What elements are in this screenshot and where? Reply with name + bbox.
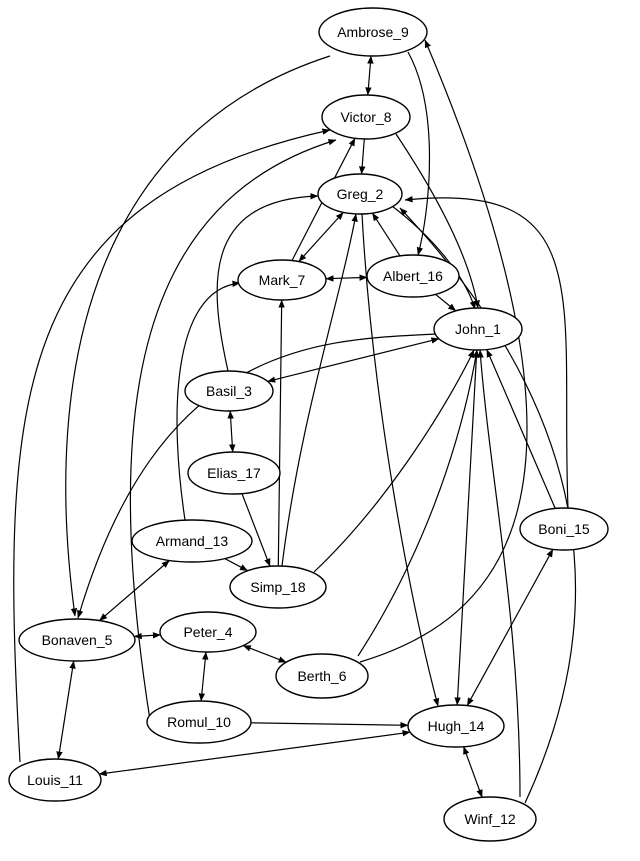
edge-albert-16-to-john-1 bbox=[435, 293, 457, 312]
node-label: John_1 bbox=[455, 321, 501, 337]
edge-peter-4-to-romul-10 bbox=[198, 651, 209, 702]
node-ellipse bbox=[366, 254, 460, 298]
node-albert-16[interactable]: Albert_16 bbox=[366, 254, 460, 298]
node-label: Basil_3 bbox=[206, 383, 252, 399]
edge-greg-2-to-hugh-14 bbox=[361, 213, 440, 707]
edge-bonaven-5-to-louis-11 bbox=[56, 660, 76, 760]
node-label: Berth_6 bbox=[297, 668, 346, 684]
node-hugh-14[interactable]: Hugh_14 bbox=[407, 704, 505, 748]
node-ellipse bbox=[159, 611, 257, 653]
edge-victor-8-to-greg-2 bbox=[358, 138, 366, 175]
node-label: Louis_11 bbox=[27, 772, 83, 788]
node-victor-8[interactable]: Victor_8 bbox=[321, 94, 411, 140]
edge-greg-2-to-mark-7 bbox=[298, 211, 344, 262]
edge-basil-3-to-greg-2 bbox=[216, 193, 319, 372]
edge-ambrose-9-to-victor-8 bbox=[365, 55, 374, 96]
node-winf-12[interactable]: Winf_12 bbox=[443, 796, 537, 842]
node-label: Elias_17 bbox=[207, 465, 261, 481]
edge-john-1-to-basil-3 bbox=[267, 337, 440, 383]
node-ellipse bbox=[146, 700, 252, 744]
edge-peter-4-to-berth-6 bbox=[242, 645, 287, 663]
edge-boni-15-to-john-1 bbox=[486, 349, 556, 509]
node-label: Armand_13 bbox=[156, 533, 229, 549]
edge-greg-2-to-john-1 bbox=[391, 205, 476, 310]
node-ambrose-9[interactable]: Ambrose_9 bbox=[318, 7, 428, 57]
edge-hugh-14-to-winf-12 bbox=[463, 746, 483, 798]
node-armand-13[interactable]: Armand_13 bbox=[131, 519, 253, 563]
node-simp-18[interactable]: Simp_18 bbox=[229, 565, 327, 609]
node-mark-7[interactable]: Mark_7 bbox=[237, 259, 327, 301]
node-label: Ambrose_9 bbox=[337, 24, 409, 40]
edge-winf-12-to-john-1 bbox=[477, 349, 521, 798]
node-label: Winf_12 bbox=[464, 811, 516, 827]
edge-basil-3-to-elias-17 bbox=[227, 410, 236, 453]
node-basil-3[interactable]: Basil_3 bbox=[184, 370, 274, 412]
node-ellipse bbox=[275, 653, 369, 699]
node-label: Albert_16 bbox=[383, 268, 443, 284]
edge-armand-13-to-simp-18 bbox=[224, 558, 248, 572]
node-ellipse bbox=[318, 7, 428, 57]
node-ellipse bbox=[229, 565, 327, 609]
edge-boni-15-to-greg-2 bbox=[404, 196, 569, 509]
node-bonaven-5[interactable]: Bonaven_5 bbox=[18, 618, 136, 662]
node-ellipse bbox=[317, 173, 403, 215]
node-label: Bonaven_5 bbox=[42, 632, 113, 648]
edge-albert-16-to-greg-2 bbox=[371, 212, 401, 257]
node-louis-11[interactable]: Louis_11 bbox=[8, 758, 102, 802]
node-label: Simp_18 bbox=[250, 579, 305, 595]
edge-berth-6-to-john-1 bbox=[357, 349, 479, 657]
node-john-1[interactable]: John_1 bbox=[433, 307, 523, 351]
node-berth-6[interactable]: Berth_6 bbox=[275, 653, 369, 699]
edge-ambrose-9-to-bonaven-5 bbox=[65, 55, 331, 617]
edge-romul-10-to-victor-8 bbox=[129, 139, 337, 721]
edge-simp-18-to-mark-7 bbox=[277, 299, 285, 567]
edge-armand-13-to-mark-7 bbox=[176, 280, 241, 521]
node-label: Boni_15 bbox=[538, 521, 590, 537]
node-elias-17[interactable]: Elias_17 bbox=[187, 451, 281, 495]
node-ellipse bbox=[18, 618, 136, 662]
node-ellipse bbox=[237, 259, 327, 301]
edge-victor-8-to-john-1 bbox=[395, 133, 480, 309]
edge-berth-6-to-ambrose-9 bbox=[359, 39, 528, 663]
node-ellipse bbox=[131, 519, 253, 563]
node-ellipse bbox=[433, 307, 523, 351]
node-ellipse bbox=[407, 704, 505, 748]
node-peter-4[interactable]: Peter_4 bbox=[159, 611, 257, 653]
edge-mark-7-to-albert-16 bbox=[325, 274, 368, 282]
node-ellipse bbox=[184, 370, 274, 412]
node-ellipse bbox=[519, 507, 609, 551]
edge-john-1-to-hugh-14 bbox=[454, 349, 480, 706]
node-greg-2[interactable]: Greg_2 bbox=[317, 173, 403, 215]
node-label: Romul_10 bbox=[167, 714, 231, 730]
edge-simp-18-to-john-1 bbox=[313, 349, 475, 573]
node-label: Hugh_14 bbox=[428, 718, 485, 734]
edge-louis-11-to-victor-8 bbox=[13, 128, 331, 763]
node-boni-15[interactable]: Boni_15 bbox=[519, 507, 609, 551]
edge-elias-17-to-simp-18 bbox=[241, 493, 271, 567]
node-ellipse bbox=[8, 758, 102, 802]
edge-romul-10-to-hugh-14 bbox=[250, 721, 409, 729]
edge-boni-15-to-hugh-14 bbox=[466, 548, 554, 706]
edge-louis-11-to-hugh-14 bbox=[98, 730, 411, 777]
edge-simp-18-to-greg-2 bbox=[281, 213, 358, 567]
node-ellipse bbox=[187, 451, 281, 495]
node-ellipse bbox=[443, 796, 537, 842]
node-label: Mark_7 bbox=[259, 272, 306, 288]
node-label: Victor_8 bbox=[340, 109, 391, 125]
node-label: Greg_2 bbox=[337, 186, 384, 202]
node-romul-10[interactable]: Romul_10 bbox=[146, 700, 252, 744]
node-label: Peter_4 bbox=[183, 624, 232, 640]
node-ellipse bbox=[321, 94, 411, 140]
edge-ambrose-9-to-albert-16 bbox=[407, 51, 431, 256]
